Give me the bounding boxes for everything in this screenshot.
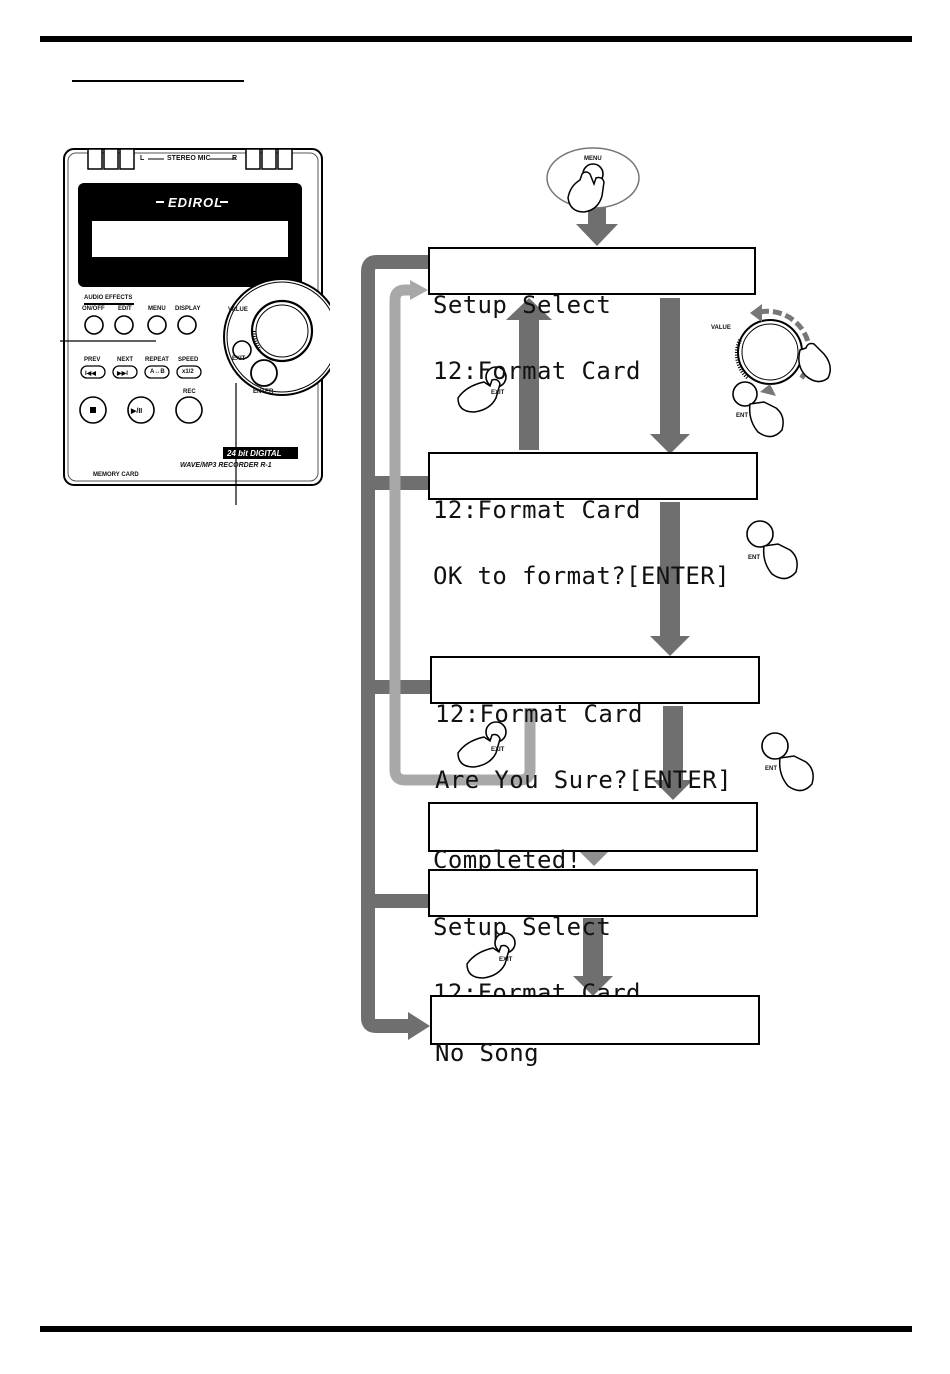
enter-callout-button-2 bbox=[746, 520, 774, 548]
enter-callout-label-1: ENT bbox=[736, 413, 748, 419]
enter-arrow-1 bbox=[650, 434, 690, 454]
exit-return-rail bbox=[361, 255, 428, 1033]
lcd-line-1: 12:Format Card bbox=[435, 700, 643, 728]
rail-branch-5 bbox=[368, 894, 428, 908]
exit-hand-icon-3 bbox=[466, 944, 510, 979]
exit-callout-label-1: EXIT bbox=[491, 390, 505, 396]
cancel-loop-arrowhead bbox=[410, 280, 428, 300]
bottom-rule bbox=[40, 1326, 912, 1332]
lcd-line-2: OK to format?[ENTER] bbox=[433, 562, 730, 590]
repeat-key-label: A↔B bbox=[150, 369, 165, 375]
enter-callout-label-2: ENT bbox=[748, 555, 760, 561]
repeat-label: REPEAT bbox=[145, 357, 169, 363]
menu-hand-icon bbox=[567, 171, 605, 213]
lcd-line-1: Completed! bbox=[433, 846, 582, 874]
enter-hand-icon-3 bbox=[778, 755, 814, 792]
value-callout-label: VALUE bbox=[711, 325, 731, 331]
lcd-line-1: No Song bbox=[435, 1039, 539, 1067]
enter-callout-label-3: ENT bbox=[765, 766, 777, 772]
lcd-screen-setup-select-return: Setup Select 12:Format Card bbox=[428, 869, 758, 1005]
enter-arrow-2 bbox=[650, 636, 690, 656]
lcd-line-2: 12:Format Card bbox=[433, 357, 641, 385]
enter-hand-icon-2 bbox=[762, 543, 798, 580]
speed-label: SPEED bbox=[178, 357, 199, 363]
lcd-screen-no-song: No Song bbox=[430, 995, 760, 1065]
display-label: DISPLAY bbox=[175, 306, 201, 312]
mic-right-label: R bbox=[232, 155, 238, 162]
svg-text:▶/II: ▶/II bbox=[130, 408, 142, 415]
lcd-screen-ok-to-format: 12:Format Card OK to format?[ENTER] bbox=[428, 452, 758, 588]
enter-arrow-3 bbox=[653, 780, 693, 800]
exit-hand-icon-1 bbox=[457, 378, 501, 413]
exit-callout-label-2: EXIT bbox=[491, 747, 505, 753]
lcd-screen-completed: Completed! bbox=[428, 802, 758, 872]
memory-card-label: MEMORY CARD bbox=[93, 472, 139, 478]
enter-label: ENTER bbox=[253, 389, 274, 395]
lcd-line-1: Setup Select bbox=[433, 913, 612, 941]
value-label: VALUE bbox=[228, 307, 248, 313]
enter-callout-button-1 bbox=[732, 381, 758, 407]
lcd-screen-setup-select: Setup Select 12:Format Card bbox=[428, 247, 756, 383]
exit-label: EXIT bbox=[232, 356, 246, 362]
cancel-loop bbox=[389, 284, 536, 786]
rec-label: REC bbox=[183, 389, 196, 395]
digital-badge: 24 bit DIGITAL bbox=[227, 449, 282, 458]
next-label: NEXT bbox=[117, 357, 134, 363]
lcd-line-1: Setup Select bbox=[433, 291, 612, 319]
model-label: WAVE/MP3 RECORDER R-1 bbox=[180, 462, 272, 469]
rotate-indicator bbox=[759, 308, 813, 382]
top-rule bbox=[40, 36, 912, 42]
lcd-line-2: Are You Sure?[ENTER] bbox=[435, 766, 732, 794]
recorder-device: I◀◀ ▶▶I ▶/II L STEREO MIC R EDIROL AUDIO… bbox=[60, 145, 341, 505]
exit-arrow-final bbox=[573, 976, 613, 996]
svg-text:▶▶I: ▶▶I bbox=[116, 370, 128, 377]
mic-left-label: L bbox=[140, 155, 145, 162]
heading-underline bbox=[72, 80, 244, 82]
menu-callout-label: MENU bbox=[584, 156, 602, 162]
exit-callout-label-3: EXIT bbox=[499, 957, 513, 963]
on-off-label: ON/OFF bbox=[82, 306, 105, 312]
exit-hand-icon-2 bbox=[457, 733, 501, 768]
auto-arrow bbox=[580, 852, 608, 866]
exit-up-arrow bbox=[506, 298, 552, 320]
value-hand-icon bbox=[798, 342, 831, 383]
rail-arrowhead bbox=[408, 1012, 430, 1040]
recorder-outline: I◀◀ ▶▶I ▶/II bbox=[60, 148, 341, 505]
prev-label: PREV bbox=[84, 357, 101, 363]
menu-down-arrow bbox=[576, 224, 618, 246]
lcd-screen-are-you-sure: 12:Format Card Are You Sure?[ENTER] bbox=[430, 656, 760, 792]
stereo-mic-label: STEREO MIC bbox=[167, 155, 211, 162]
enter-callout-button-3 bbox=[761, 732, 789, 760]
svg-text:I◀◀: I◀◀ bbox=[85, 370, 96, 377]
lcd-line-1: 12:Format Card bbox=[433, 496, 641, 524]
menu-label: MENU bbox=[148, 306, 166, 312]
brand-logo: EDIROL bbox=[168, 195, 224, 210]
audio-effects-label: AUDIO EFFECTS bbox=[84, 295, 133, 301]
enter-hand-icon-1 bbox=[748, 401, 784, 438]
speed-key-label: x1/2 bbox=[182, 369, 194, 375]
edit-label: EDIT bbox=[118, 306, 132, 312]
